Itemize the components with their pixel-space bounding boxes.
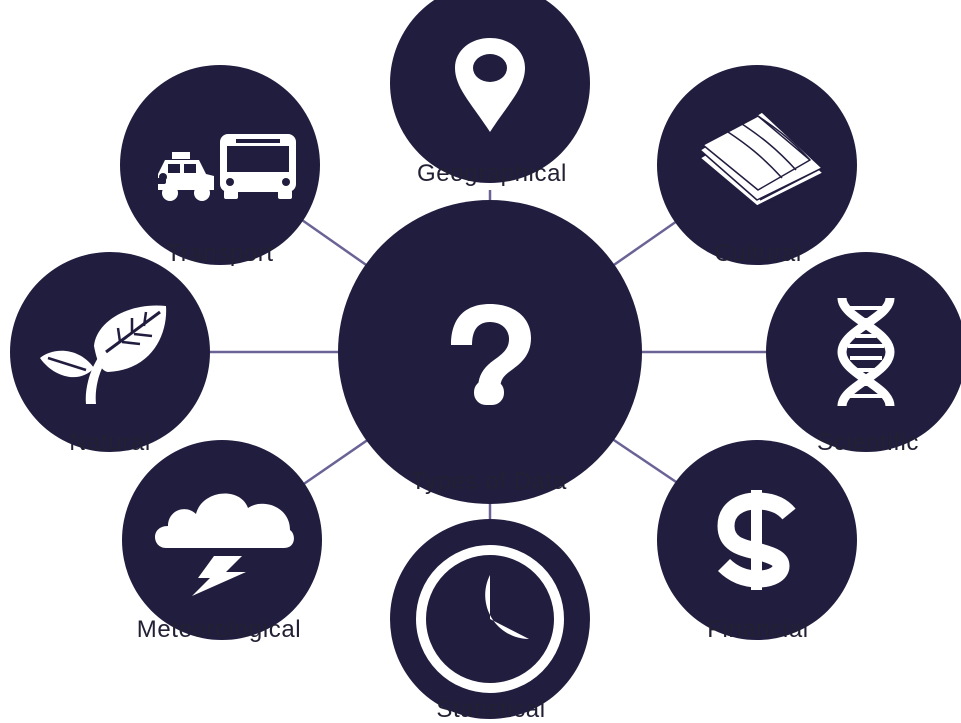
dollar-icon	[717, 490, 796, 590]
map-pin-icon	[455, 38, 525, 132]
node-geographical	[390, 0, 590, 183]
center-label: Types of Data	[411, 468, 567, 495]
node-cultural	[657, 65, 857, 265]
node-scientific	[766, 252, 961, 452]
pie-chart-icon	[416, 545, 564, 693]
center-node	[338, 200, 642, 504]
node-natural	[10, 252, 210, 452]
storm-cloud-icon	[155, 493, 294, 596]
node-label-financial: Financial	[707, 616, 809, 643]
node-meteorological	[122, 440, 322, 640]
book-icon	[699, 111, 824, 207]
node-label-transport: Transport	[166, 240, 274, 267]
node-label-statistical: Statistical	[436, 696, 546, 723]
dna-icon	[837, 297, 895, 407]
leaf-icon	[40, 305, 167, 404]
node-financial	[657, 440, 857, 640]
node-label-natural: Natural	[69, 429, 151, 456]
node-label-scientific: Scientific	[816, 429, 920, 456]
node-label-meteorological: Meteorological	[136, 616, 302, 643]
node-label-cultural: Cultural	[714, 240, 802, 267]
node-transport	[120, 65, 320, 265]
node-label-geographical: Geographical	[417, 160, 567, 187]
question-mark-icon	[451, 304, 531, 405]
node-statistical	[390, 519, 590, 719]
vehicles-icon	[150, 134, 296, 201]
